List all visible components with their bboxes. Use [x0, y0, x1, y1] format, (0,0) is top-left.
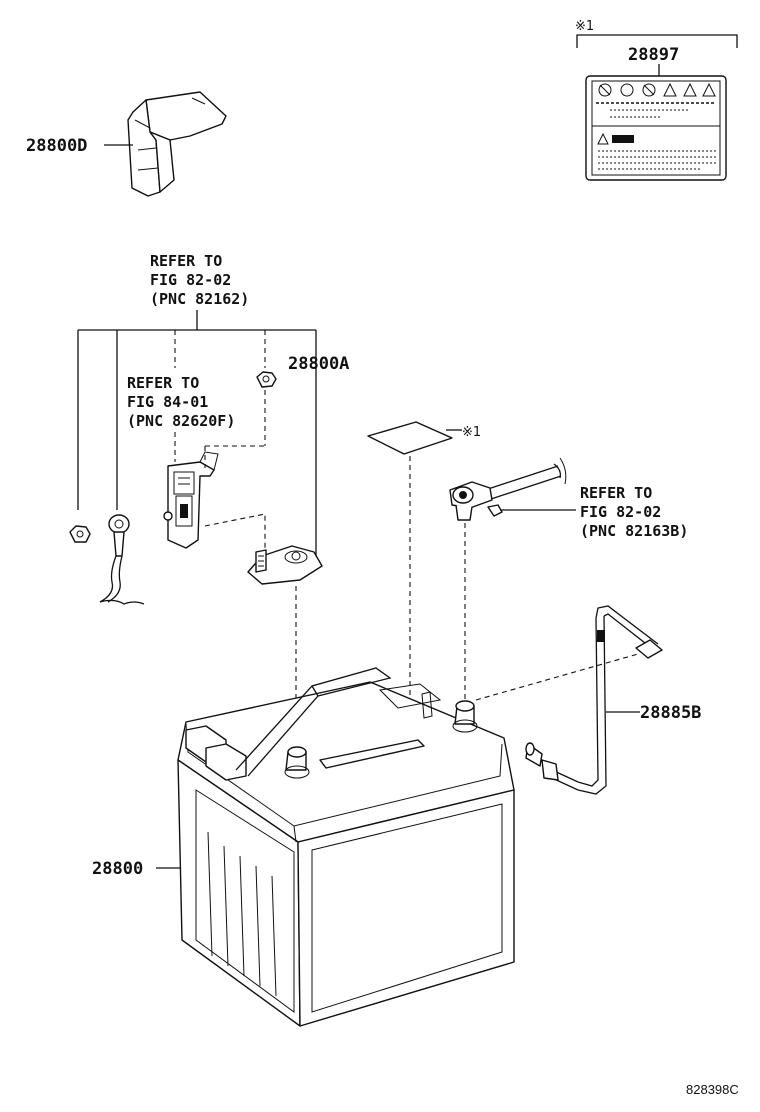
reference-82620f: REFER TO FIG 84-01 (PNC 82620F) [127, 374, 235, 430]
warning-label-bracket [576, 34, 738, 48]
reference-82162-line-2: FIG 82-02 [150, 271, 231, 289]
ground-cable-illustration [99, 514, 145, 605]
vent-hose-guide [475, 653, 639, 701]
reference-82620f-line-1: REFER TO [127, 374, 199, 392]
reference-82163b-line-1: REFER TO [580, 484, 652, 502]
warning-label-part-number: 28897 [628, 45, 679, 65]
label-sheet-note-mark: ※1 [462, 425, 481, 440]
vent-hose-illustration [525, 605, 663, 795]
label-sheet-illustration [367, 421, 453, 455]
reference-82620f-line-3: (PNC 82620F) [127, 412, 235, 430]
ground-nut-illustration [69, 525, 91, 543]
reference-82163b-line-3: (PNC 82163B) [580, 522, 688, 540]
reference-82163b-line-2: FIG 82-02 [580, 503, 661, 521]
reference-82162-line-1: REFER TO [150, 252, 222, 270]
vent-hose-part-number: 28885B [640, 703, 701, 723]
fuse-block-guide-upper [204, 445, 265, 468]
reference-82162-bracket [77, 310, 317, 565]
terminal-clamp-illustration [247, 545, 323, 585]
reference-82162-line-3: (PNC 82162) [150, 290, 249, 308]
reference-82163b: REFER TO FIG 82-02 (PNC 82163B) [580, 484, 688, 540]
reference-82162: REFER TO FIG 82-02 (PNC 82162) [150, 252, 249, 308]
terminal-nut-illustration [256, 371, 277, 446]
reference-82620f-line-2: FIG 84-01 [127, 393, 208, 411]
figure-code: 828398C [686, 1082, 739, 1097]
negative-cable-clamp-illustration [449, 457, 567, 521]
warning-label-note-mark: ※1 [575, 19, 594, 34]
cover-part-number: 28800D [26, 136, 87, 156]
battery-part-number: 28800 [92, 859, 143, 879]
terminal-fuse-block-illustration [163, 451, 219, 549]
warning-label-illustration [585, 75, 727, 181]
battery-cover-illustration [127, 91, 227, 197]
fuse-block-guide-lower [204, 513, 266, 550]
terminal-part-number: 28800A [288, 354, 349, 374]
battery-illustration [177, 667, 515, 1027]
